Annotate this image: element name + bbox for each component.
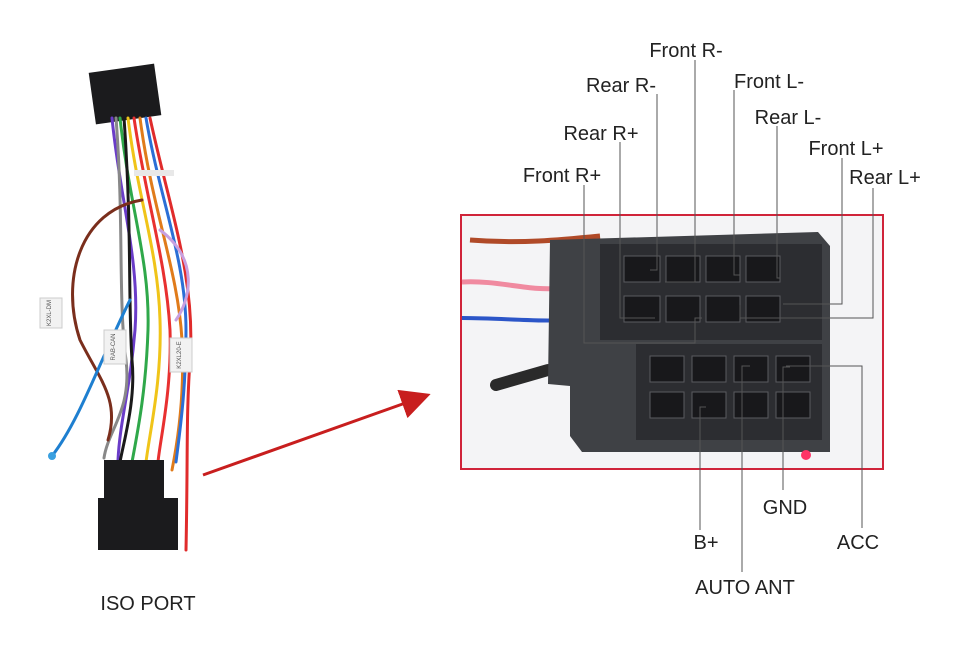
bottom-plug-upper	[104, 460, 164, 504]
label-gnd: GND	[763, 497, 807, 519]
connector-closeup	[460, 214, 884, 470]
label-front-l-minus: Front L-	[734, 71, 804, 93]
label-auto-ant: AUTO ANT	[695, 577, 795, 599]
cable-tag	[39, 297, 63, 329]
iso-port-caption: ISO PORT	[100, 593, 195, 615]
bottom-leader-lines	[699, 365, 863, 572]
label-front-r-plus: Front R+	[523, 165, 601, 187]
label-rear-r-plus: Rear R+	[563, 123, 638, 145]
tag-label: RAB-CAN	[111, 333, 117, 360]
cable-tag	[103, 329, 127, 365]
label-rear-l-minus: Rear L-	[755, 107, 822, 129]
pointer-arrow	[202, 389, 431, 477]
wire-harness-illustration: K2XL-DM RAB-CAN K2XL20-E	[39, 63, 193, 552]
label-front-r-minus: Front R-	[649, 40, 722, 62]
label-acc: ACC	[837, 532, 879, 554]
tag-label: K2XL20-E	[177, 341, 183, 368]
cable-tie	[134, 170, 174, 176]
label-front-l-plus: Front L+	[808, 138, 883, 160]
tag-label: K2XL-DM	[47, 300, 53, 326]
bottom-plug-lower	[98, 498, 178, 550]
label-rear-r-minus: Rear R-	[586, 75, 656, 97]
pin-labels: Front R- Rear R- Front L- Rear R+ Rear L…	[523, 40, 921, 599]
label-b-plus: B+	[693, 532, 718, 554]
top-leader-lines	[583, 60, 874, 344]
label-rear-l-plus: Rear L+	[849, 167, 921, 189]
cable-tag	[169, 337, 193, 373]
top-plug	[88, 63, 162, 125]
